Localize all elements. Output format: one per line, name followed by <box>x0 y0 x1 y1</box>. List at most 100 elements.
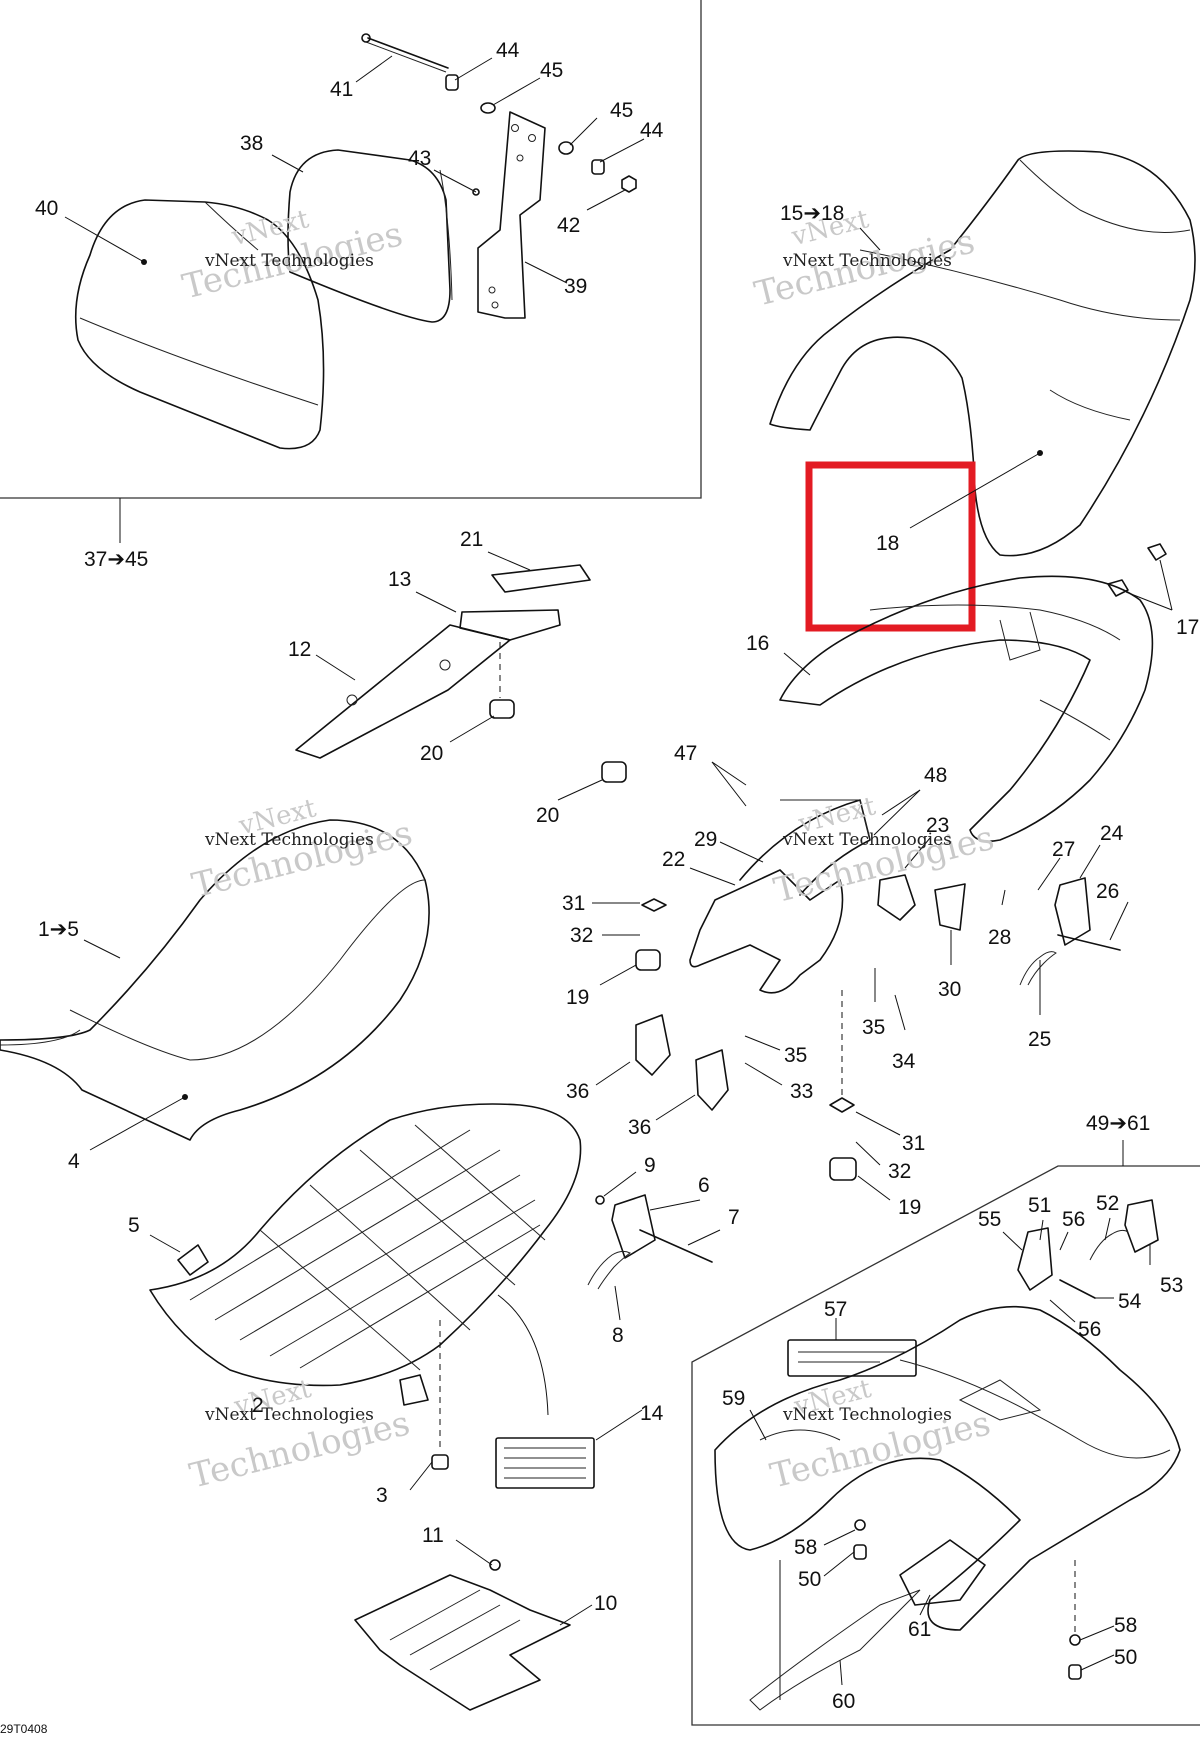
callout-54: 54 <box>1118 1290 1142 1313</box>
bolt-41 <box>361 33 449 73</box>
warning-label-57 <box>787 1339 917 1377</box>
callout-57: 57 <box>824 1298 847 1321</box>
callout-21: 21 <box>460 528 483 551</box>
callout-5: 5 <box>128 1214 140 1237</box>
callout-39: 39 <box>564 275 587 298</box>
grommet-20-a <box>489 699 515 719</box>
backrest-pad-38 <box>287 149 453 323</box>
spring-8 <box>587 1250 631 1290</box>
callout-32-a: 32 <box>570 924 593 947</box>
callout-50-a: 50 <box>798 1568 821 1591</box>
callout-43: 43 <box>408 147 431 170</box>
callout-28: 28 <box>988 926 1011 949</box>
callout-23: 23 <box>926 814 949 837</box>
watermark-text-upper-left: vNext Technologies <box>204 251 374 271</box>
grommet-19-a <box>635 949 661 971</box>
bolt-58-50-a <box>853 1519 867 1560</box>
watermark-text-lower-left: vNext Technologies <box>204 1405 374 1425</box>
callout-60: 60 <box>832 1690 855 1713</box>
washer-45-top <box>480 102 496 114</box>
spring-25 <box>1019 951 1057 986</box>
watermark-text-upper-right: vNext Technologies <box>782 251 952 271</box>
callout-34: 34 <box>892 1050 916 1073</box>
callout-35-b: 35 <box>784 1044 807 1067</box>
watermark-upper-right: vNext Technologies <box>751 204 979 315</box>
callout-14: 14 <box>640 1402 664 1425</box>
callout-58-b: 58 <box>1114 1614 1137 1637</box>
callout-29: 29 <box>694 828 717 851</box>
callout-44-top: 44 <box>496 39 520 62</box>
callout-36-a: 36 <box>566 1080 589 1103</box>
callout-2: 2 <box>252 1394 264 1417</box>
callout-58-a: 58 <box>794 1536 817 1559</box>
bumper-2 <box>399 1374 429 1406</box>
block-36-a <box>635 1014 671 1076</box>
callout-18: 18 <box>876 532 899 555</box>
callout-17: 17 <box>1176 616 1199 639</box>
block-36-b <box>695 1049 729 1111</box>
callout-20-a: 20 <box>420 742 443 765</box>
callout-33: 33 <box>790 1080 813 1103</box>
passenger-group-frame <box>691 1165 1200 1726</box>
nut-42 <box>621 175 637 193</box>
callout-38: 38 <box>240 132 263 155</box>
label-14 <box>495 1437 595 1489</box>
callout-36-b: 36 <box>628 1116 651 1139</box>
callout-59: 59 <box>722 1387 745 1410</box>
callout-45-top: 45 <box>540 59 563 82</box>
watermark-text-mid-right: vNext Technologies <box>782 830 952 850</box>
hinge-53 <box>1124 1199 1159 1253</box>
bracket-23 <box>877 874 916 921</box>
pad-13 <box>459 609 561 641</box>
bolt-58-50-b <box>1068 1634 1082 1680</box>
strip-12 <box>295 624 511 759</box>
callout-27: 27 <box>1052 838 1075 861</box>
bracket-51 <box>1017 1227 1053 1291</box>
callout-3: 3 <box>376 1484 388 1507</box>
leader-lines <box>64 55 1173 1686</box>
pad-31-a <box>641 898 667 912</box>
callout-30: 30 <box>938 978 961 1001</box>
callout-32-b: 32 <box>888 1160 911 1183</box>
callout-44-right: 44 <box>640 119 664 142</box>
washer-45-right <box>558 141 574 155</box>
callout-6: 6 <box>698 1174 710 1197</box>
clip-5 <box>177 1244 209 1276</box>
screw-43 <box>472 188 480 196</box>
callout-31-b: 31 <box>902 1132 925 1155</box>
passenger-seat-18 <box>769 150 1196 557</box>
callout-35-a: 35 <box>862 1016 885 1039</box>
pad-31-b <box>829 1097 855 1113</box>
callout-22: 22 <box>662 848 685 871</box>
bracket-22 <box>689 799 871 994</box>
callout-15-18: 15➔18 <box>780 202 844 225</box>
callout-40: 40 <box>35 197 58 220</box>
callout-7: 7 <box>728 1206 740 1229</box>
callout-31-a: 31 <box>562 892 585 915</box>
callout-13: 13 <box>388 568 411 591</box>
spring-52 <box>1089 1229 1129 1261</box>
callout-56-a: 56 <box>1062 1208 1085 1231</box>
backrest-group-frame <box>0 0 702 499</box>
spacer-44-right <box>591 159 605 175</box>
callout-24: 24 <box>1100 822 1124 845</box>
highlight-box <box>805 461 976 632</box>
nut-9 <box>595 1195 605 1205</box>
backrest-bracket-39 <box>477 111 546 319</box>
callout-47: 47 <box>674 742 697 765</box>
plate-10 <box>354 1574 571 1711</box>
callout-4: 4 <box>68 1150 80 1173</box>
callout-19-b: 19 <box>898 1196 921 1219</box>
hinge-24 <box>1054 877 1091 946</box>
drawing-code: 29T0408 <box>0 1722 48 1736</box>
watermark-text-mid-left: vNext Technologies <box>204 830 374 850</box>
callout-61: 61 <box>908 1618 931 1641</box>
seat-base-16 <box>779 575 1154 843</box>
clip-17-bottom <box>1107 579 1129 597</box>
callout-50-b: 50 <box>1114 1646 1137 1669</box>
callout-55: 55 <box>978 1208 1001 1231</box>
callout-19-a: 19 <box>566 986 589 1009</box>
backrest-cushion-40 <box>74 199 325 450</box>
arrow-14 <box>497 1294 549 1416</box>
